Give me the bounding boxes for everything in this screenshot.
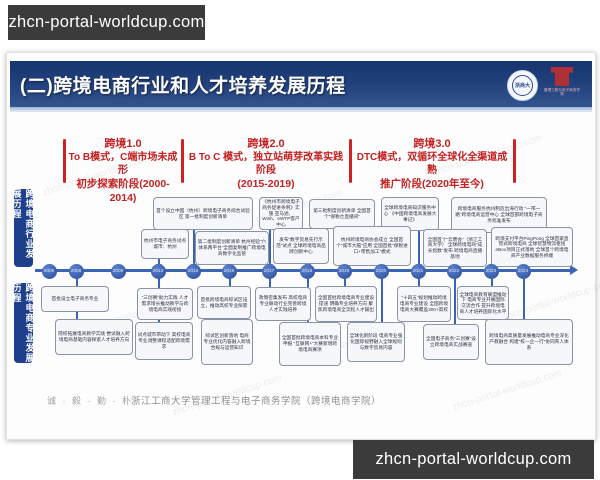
stage-3-period: 推广阶段(2020年至今) bbox=[380, 178, 484, 190]
major-event-box: 全球化新阶段 电商专业强化国际视野融入全球规则与数字贸易内容 bbox=[347, 322, 405, 362]
sidebar-label-major: 跨境电商专业发展历程 bbox=[11, 283, 35, 363]
timeline-node: 2024 bbox=[515, 263, 531, 279]
timeline-node: 2022 bbox=[446, 263, 462, 279]
industry-event-box: 第二批制度创新清单 杭州经验“六体系两平台”全面复制推广跨境电商数字化监管 bbox=[195, 231, 269, 265]
timeline-node: 2019 bbox=[336, 263, 352, 279]
connector-line bbox=[381, 273, 383, 322]
industry-event-box: 杭州市电子商务试点城市：杭州 bbox=[141, 229, 189, 259]
timeline-year-label: 2013 bbox=[152, 268, 164, 274]
timeline-year-label: 2017 bbox=[263, 268, 275, 274]
timeline-year-label: 2008 bbox=[70, 268, 82, 274]
timeline-node: 2021 bbox=[410, 263, 426, 279]
connector-line bbox=[523, 273, 525, 319]
major-event-box: 院校拓展电商教学实践 尝试融入跨境电商基础内容探索人才培养方向 bbox=[55, 319, 133, 355]
timeline-year-label: 2021 bbox=[412, 268, 424, 274]
stage-divider-bar bbox=[349, 139, 352, 183]
major-event-box: 综试区创新落地 电商专业优化内容融入跨境合规与运营知识 bbox=[201, 319, 253, 365]
footer-motto: 诚 · 毅 · 勤 · 朴 bbox=[47, 396, 133, 406]
timeline-node: 2017 bbox=[261, 263, 277, 279]
industry-event-box: 杭州跨境电商协会成立 全国首个“城市大脑”应用 全国首批“保税进口+零售加工”模… bbox=[333, 226, 411, 266]
major-event-box: 全国首批跨境电商专业建设提速 明确专业培养方向 聚焦跨境电商全流程人才输出 bbox=[315, 286, 377, 322]
stage-1-mode: To B模式，C端市场未成形 bbox=[68, 152, 178, 176]
slide-header: (二)跨境电商行业和人才培养发展历程 浙商大 管理工程与电子商务学院 bbox=[10, 61, 592, 107]
header-divider-strip bbox=[10, 107, 592, 112]
timeline-node: 2016 bbox=[221, 263, 237, 279]
timeline-year-label: 2023 bbox=[485, 268, 497, 274]
industry-event-box: 第三批制度创新清单 全国首个“保税仓直播间” bbox=[309, 199, 375, 229]
timeline-year-label: 2018 bbox=[301, 268, 313, 274]
timeline-node: 2020 bbox=[373, 263, 389, 279]
timeline-year-label: 2024 bbox=[517, 268, 529, 274]
connector-line bbox=[491, 273, 493, 286]
major-event-box: 全国电子商务“三创赛”设立跨境电商实战赛道 bbox=[423, 324, 479, 360]
timeline-node: 2013 bbox=[150, 263, 166, 279]
stage-1-period: 初步探索阶段(2000-2014) bbox=[76, 178, 170, 204]
connector-line bbox=[269, 273, 271, 287]
connector-line bbox=[418, 273, 420, 286]
timeline-node: 2018 bbox=[299, 263, 315, 279]
school-emblem-caption: 管理工程与电子商务学院 bbox=[544, 88, 580, 97]
timeline-arrow-icon bbox=[570, 265, 578, 275]
major-event-box: 政策密集发布 高校电商专业联动行业完善跨境人才实践培养 bbox=[255, 287, 311, 321]
stage-1: 跨境1.0 To B模式，C端市场未成形 初步探索阶段(2000-2014) bbox=[67, 137, 179, 205]
stage-2: 跨境2.0 B To C 模式，独立站萌芽改革实践阶段 (2015-2019) bbox=[185, 137, 347, 191]
school-emblem-logo: 管理工程与电子商务学院 bbox=[544, 67, 580, 107]
timeline-year-label: 2005 bbox=[43, 268, 55, 274]
major-event-box: 试点城市带动下 高校电商专业调整课程适配跨境需求 bbox=[135, 322, 193, 360]
stage-3-name: 跨境3.0 bbox=[413, 138, 451, 150]
timeline-node: 2009 bbox=[110, 263, 126, 279]
sidebar-label-industry: 跨境电商行业发展历程 bbox=[12, 189, 35, 267]
major-event-box: “三创赛”助力实践 人才需求增长推动教学与跨境电商实践衔接 bbox=[137, 288, 193, 320]
major-event-box: 跨境电商高质量发展推动电商专业深化产教融合 构建“校—企—行”协同育人体系 bbox=[485, 319, 573, 365]
timeline-node: 2008 bbox=[68, 263, 84, 279]
presentation-slide: (二)跨境电商行业和人才培养发展历程 浙商大 管理工程与电子商务学院 跨境1.0… bbox=[6, 52, 596, 440]
industry-event-box: 首个设立中国（杭州）跨境电子商务综合试验区 第一批制度创新清单 bbox=[153, 197, 253, 230]
stage-divider-bar bbox=[63, 139, 66, 183]
connector-line bbox=[344, 273, 346, 286]
connector-line bbox=[158, 257, 160, 269]
stage-divider-bar bbox=[181, 139, 184, 183]
major-event-box: 首批设立电子商务专业 bbox=[41, 286, 109, 312]
connector-line bbox=[418, 229, 420, 269]
connector-line bbox=[193, 228, 195, 269]
stage-2-period: (2015-2019) bbox=[237, 178, 295, 190]
slide-title: (二)跨境电商行业和人才培养发展历程 bbox=[20, 76, 346, 97]
industry-event-box: 发布“数字贸易先行示范”试点 全球跨境电商品牌创新中心 bbox=[273, 228, 329, 264]
major-event-box: 全国首批跨境电商本科专业申报 “互联网+”大赛新增跨境电商赛项 bbox=[279, 322, 341, 366]
stage-1-name: 跨境1.0 bbox=[104, 138, 142, 150]
university-seal-text: 浙商大 bbox=[512, 75, 533, 96]
connector-line bbox=[454, 273, 456, 324]
timeline-node: 2005 bbox=[41, 263, 57, 279]
major-event-box: 首批跨境电商综试区设立，推动高校专业探索 bbox=[197, 286, 251, 319]
timeline-year-label: 2009 bbox=[112, 268, 124, 274]
major-event-box: 全球电商教育联盟推动下 电商专业开展国际交流合作 提升跨境电商人才培养国际化水平 bbox=[457, 286, 509, 320]
stage-3-mode: DTC模式，双循环全球化全渠道成熟 bbox=[356, 152, 508, 176]
timeline-year-label: 2020 bbox=[375, 268, 387, 274]
stage-2-mode: B To C 模式，独立站萌芽改革实践阶段 bbox=[188, 152, 344, 176]
timeline-year-label: 2015 bbox=[187, 268, 199, 274]
stage-3: 跨境3.0 DTC模式，双循环全球化全渠道成熟 推广阶段(2020年至今) bbox=[353, 137, 511, 191]
timeline-year-label: 2016 bbox=[223, 268, 235, 274]
footer-organization: 浙江工商大学管理工程与电子商务学院（跨境电商学院） bbox=[131, 396, 382, 407]
timeline-year-label: 2019 bbox=[338, 268, 350, 274]
industry-event-box: 《杭州市跨境电子商务促进条例》实施 亚马逊、Wish、eWTP客户中心 bbox=[259, 197, 303, 230]
industry-event-box: 全国首个“云聘会”（浙江工商大学） 全球跨境电商“成长指数”发布 跨境电商直播基… bbox=[423, 229, 487, 267]
top-watermark-bar: zhcn-portal-worldcup.com bbox=[8, 5, 205, 40]
bottom-watermark-bar: zhcn-portal-worldcup.com bbox=[353, 440, 594, 479]
industry-event-box: 跨境支付平台PingPong 全球首家直营式跨境电商 全球智慧物流枢纽eBox项… bbox=[491, 227, 573, 267]
stage-2-name: 跨境2.0 bbox=[247, 138, 285, 150]
timeline-node: 2015 bbox=[185, 263, 201, 279]
university-seal-logo: 浙商大 bbox=[507, 70, 538, 101]
school-emblem-icon bbox=[551, 67, 573, 86]
connector-line bbox=[269, 228, 271, 269]
stage-divider-bar bbox=[513, 139, 516, 183]
timeline-year-label: 2022 bbox=[448, 268, 460, 274]
major-event-box: “十四五”规划推动跨境电商专业建设 全国跨境电商大赛覆盖300+高校 bbox=[397, 286, 451, 322]
timeline-node: 2023 bbox=[483, 263, 499, 279]
